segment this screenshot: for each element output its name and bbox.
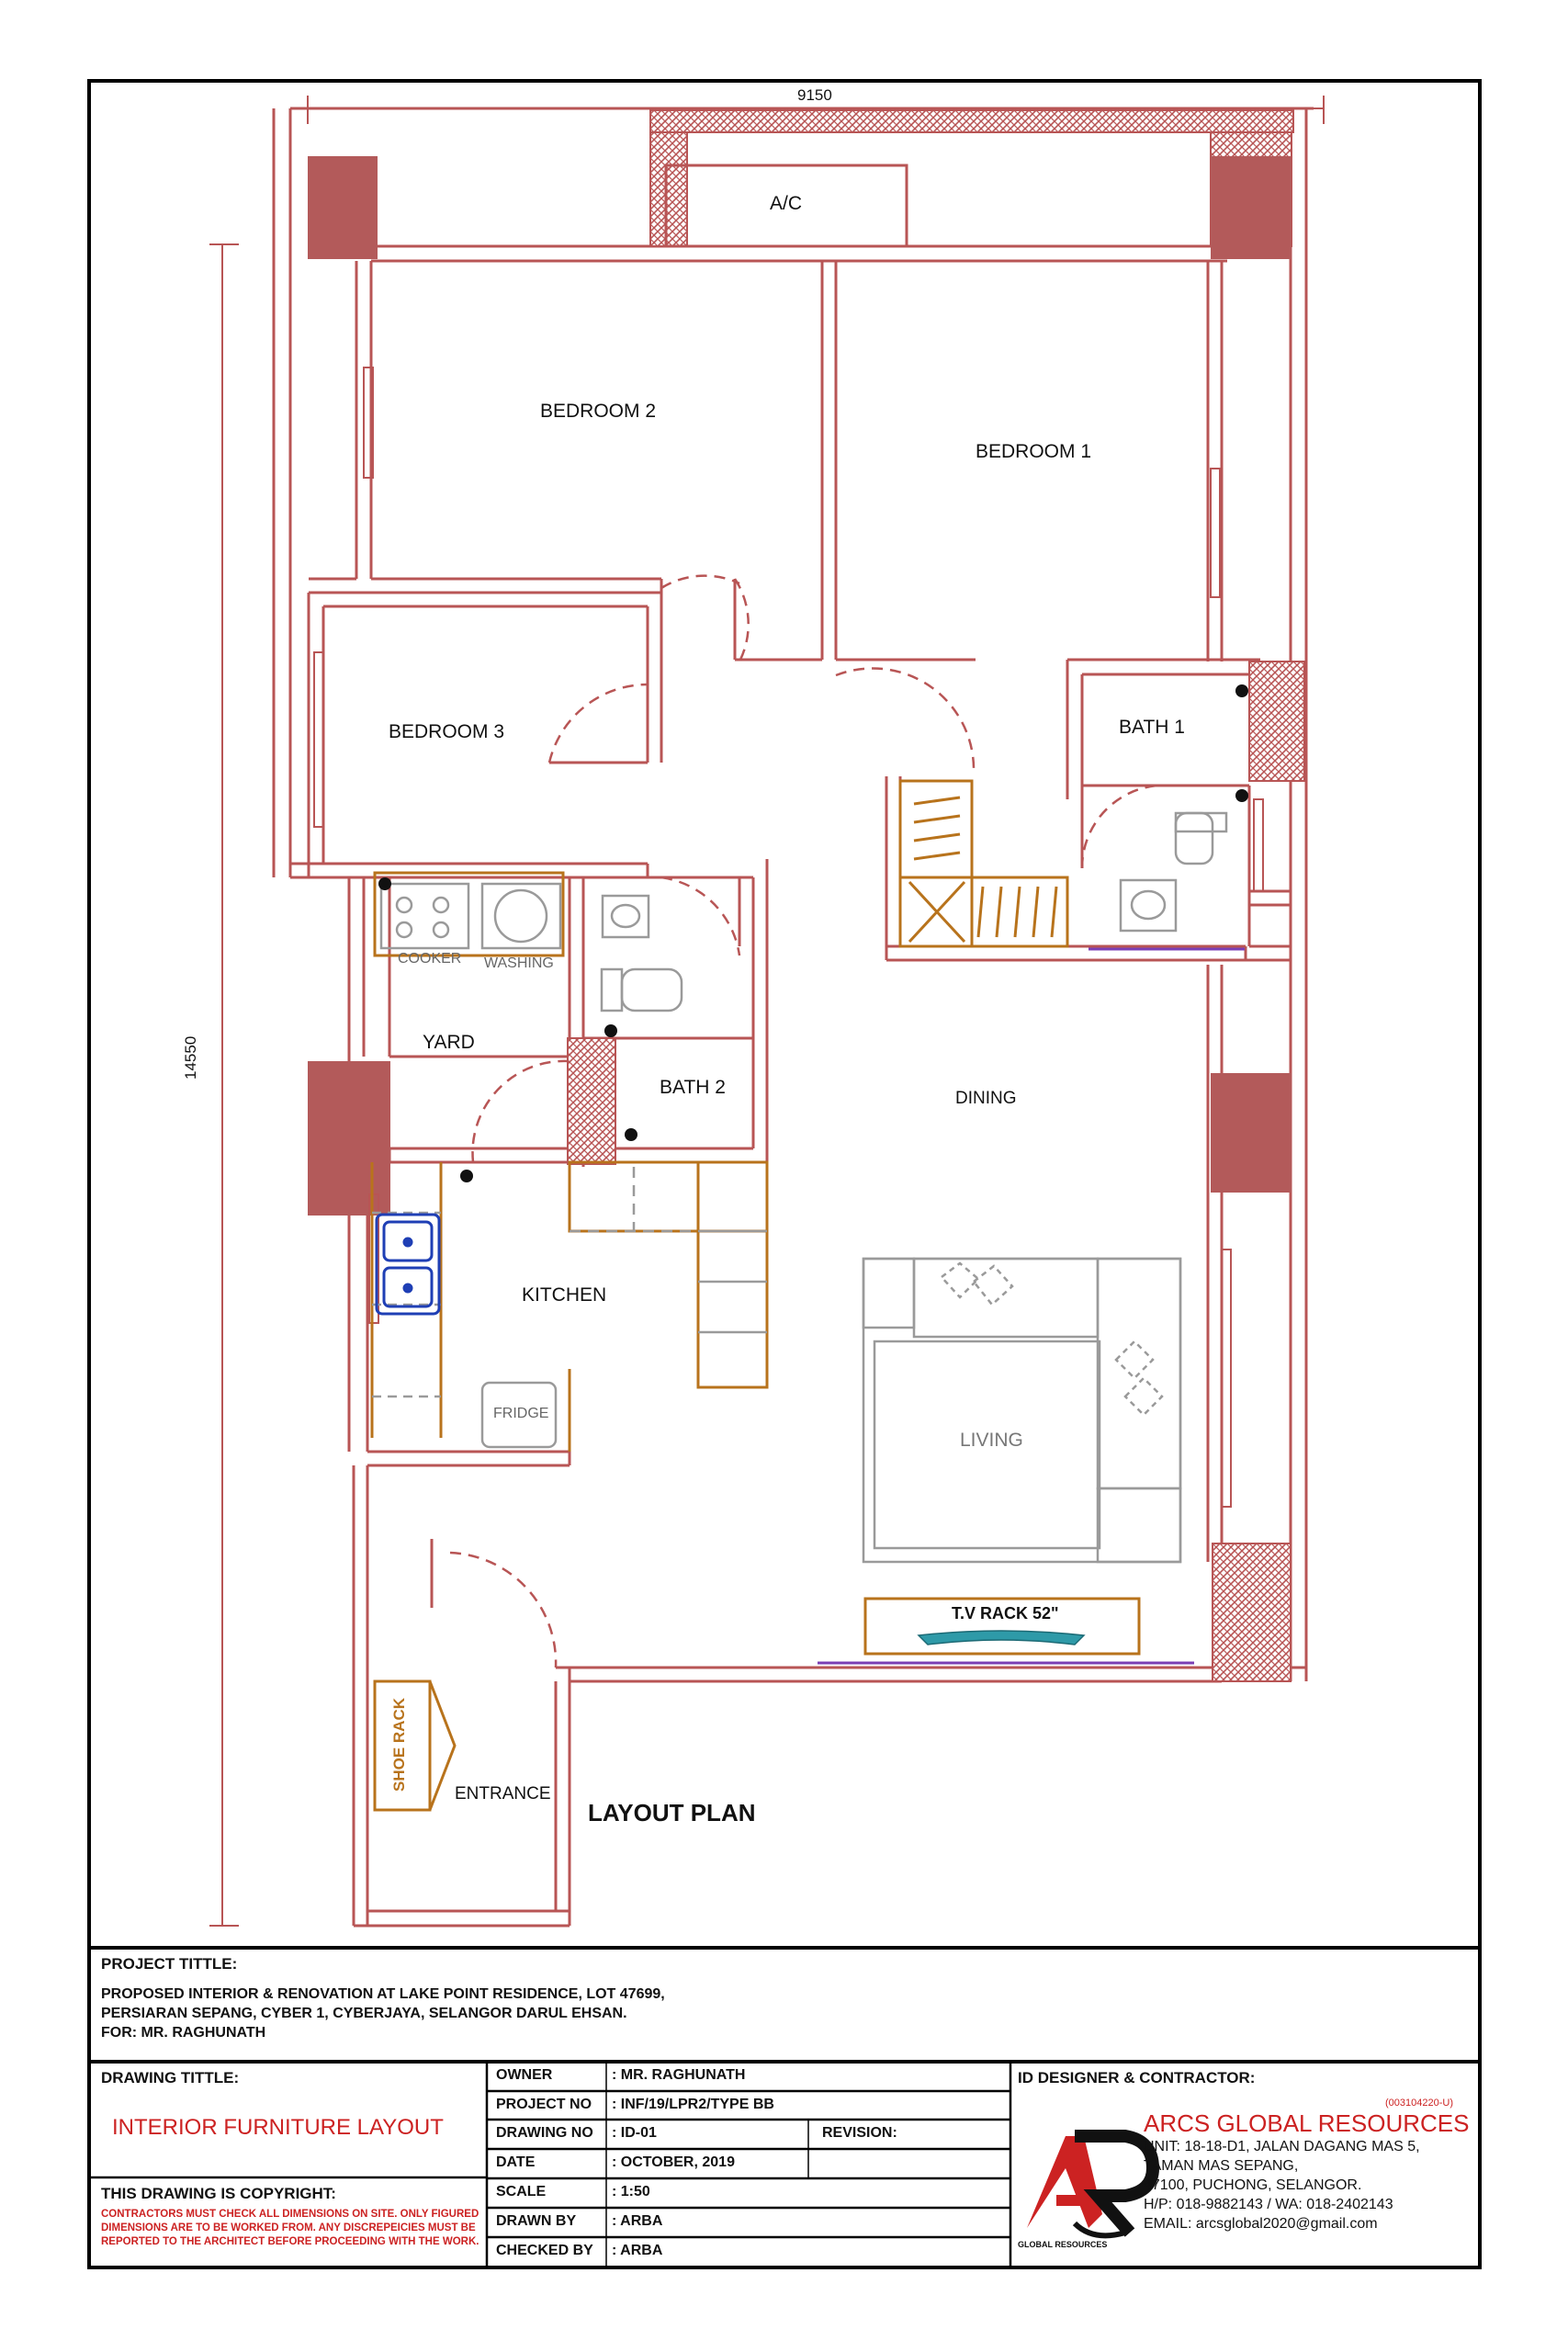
field-value-owner: : MR. RAGHUNATH bbox=[612, 2067, 746, 2083]
project-line-3: FOR: MR. RAGHUNATH bbox=[101, 2025, 266, 2041]
room-label-living: LIVING bbox=[960, 1430, 1023, 1451]
field-label-scale: SCALE bbox=[496, 2184, 547, 2199]
light-points bbox=[378, 684, 1248, 1182]
address-line-2: TAMAN MAS SEPANG, bbox=[1144, 2158, 1299, 2174]
room-label-bath1: BATH 1 bbox=[1119, 717, 1185, 738]
fixture-label-fridge: FRIDGE bbox=[493, 1406, 549, 1421]
sheet-border bbox=[87, 79, 1482, 2269]
windows bbox=[313, 367, 1264, 1508]
tv-stand-icon bbox=[917, 1630, 1086, 1645]
plan-walls bbox=[209, 96, 1325, 1928]
room-label-dining: DINING bbox=[955, 1089, 1017, 1108]
furniture-orange bbox=[370, 779, 1141, 1812]
wardrobe-hangers bbox=[913, 796, 1058, 938]
width-dimension-label: 9150 bbox=[797, 86, 832, 104]
field-label-project-no: PROJECT NO bbox=[496, 2097, 592, 2112]
project-line-1: PROPOSED INTERIOR & RENOVATION AT LAKE P… bbox=[101, 1986, 665, 2002]
room-label-ac: A/C bbox=[770, 193, 803, 214]
field-value-scale: : 1:50 bbox=[612, 2184, 650, 2199]
field-label-checked-by: CHECKED BY bbox=[496, 2243, 593, 2258]
field-value-drawn-by: : ARBA bbox=[612, 2213, 663, 2229]
hatched-walls bbox=[567, 109, 1305, 1682]
drawing-title-label: DRAWING TITTLE: bbox=[101, 2069, 240, 2086]
copyright-notice: CONTRACTORS MUST CHECK ALL DIMENSIONS ON… bbox=[101, 2208, 479, 2249]
logo-caption: GLOBAL RESOURCES bbox=[1018, 2240, 1108, 2249]
sink-icon bbox=[375, 1213, 441, 1316]
field-value-date: : OCTOBER, 2019 bbox=[612, 2154, 735, 2170]
room-label-bedroom1: BEDROOM 1 bbox=[976, 441, 1092, 462]
plan-title: LAYOUT PLAN bbox=[588, 1799, 756, 1826]
room-label-entrance: ENTRANCE bbox=[455, 1784, 551, 1804]
company-name: ARCS GLOBAL RESOURCES bbox=[1144, 2109, 1470, 2137]
address-line-5: EMAIL: arcsglobal2020@gmail.com bbox=[1144, 2216, 1378, 2232]
project-title-label: PROJECT TITTLE: bbox=[101, 1955, 238, 1973]
height-dimension-label: 14550 bbox=[182, 1035, 199, 1080]
company-address: UNIT: 18-18-D1, JALAN DAGANG MAS 5, TAMA… bbox=[1144, 2137, 1420, 2233]
copyright-label: THIS DRAWING IS COPYRIGHT: bbox=[101, 2185, 336, 2202]
field-label-drawn-by: DRAWN BY bbox=[496, 2213, 577, 2229]
fixture-label-tv-rack: T.V RACK 52" bbox=[952, 1604, 1059, 1623]
fixture-label-cooker: COOKER bbox=[398, 951, 462, 967]
copyright-line-2: DIMENSIONS ARE TO BE WORKED FROM. ANY DI… bbox=[101, 2222, 476, 2233]
room-label-bedroom2: BEDROOM 2 bbox=[540, 401, 657, 422]
field-label-date: DATE bbox=[496, 2154, 536, 2170]
field-value-checked-by: : ARBA bbox=[612, 2243, 663, 2258]
room-label-bath2: BATH 2 bbox=[660, 1077, 726, 1098]
room-label-yard: YARD bbox=[423, 1032, 475, 1053]
fixture-label-washing: WASHING bbox=[484, 956, 554, 971]
drawing-title: INTERIOR FURNITURE LAYOUT bbox=[112, 2115, 444, 2140]
company-logo bbox=[1027, 2130, 1160, 2239]
field-label-owner: OWNER bbox=[496, 2067, 553, 2083]
kitchen-counter bbox=[372, 1211, 441, 1398]
copyright-line-3: REPORTED TO THE ARCHITECT BEFORE PROCEED… bbox=[101, 2236, 479, 2247]
room-label-bedroom3: BEDROOM 3 bbox=[389, 721, 505, 742]
copyright-line-1: CONTRACTORS MUST CHECK ALL DIMENSIONS ON… bbox=[101, 2209, 479, 2220]
ac-ledge bbox=[664, 164, 908, 248]
field-value-project-no: : INF/19/LPR2/TYPE BB bbox=[612, 2097, 774, 2112]
purple-markers bbox=[818, 947, 1245, 1665]
company-reg-no: (003104220-U) bbox=[1385, 2098, 1453, 2109]
fixture-label-shoe-rack: SHOE RACK bbox=[390, 1697, 408, 1792]
project-description: PROPOSED INTERIOR & RENOVATION AT LAKE P… bbox=[101, 1984, 665, 2042]
room-label-kitchen: KITCHEN bbox=[522, 1284, 607, 1306]
field-value-drawing-no: : ID-01 bbox=[612, 2125, 657, 2141]
address-line-4: H/P: 018-9882143 / WA: 018-2402143 bbox=[1144, 2197, 1393, 2212]
revision-label: REVISION: bbox=[822, 2125, 897, 2141]
project-line-2: PERSIARAN SEPANG, CYBER 1, CYBERJAYA, SE… bbox=[101, 2006, 627, 2021]
address-line-3: 47100, PUCHONG, SELANGOR. bbox=[1144, 2177, 1362, 2193]
structural-columns bbox=[308, 156, 1292, 1216]
title-block-grid bbox=[89, 2062, 1012, 2267]
designer-label: ID DESIGNER & CONTRACTOR: bbox=[1018, 2069, 1256, 2086]
grey-fixtures bbox=[379, 811, 1228, 1564]
address-line-1: UNIT: 18-18-D1, JALAN DAGANG MAS 5, bbox=[1144, 2139, 1420, 2154]
field-label-drawing-no: DRAWING NO bbox=[496, 2125, 593, 2141]
door-swings bbox=[449, 574, 1158, 1668]
